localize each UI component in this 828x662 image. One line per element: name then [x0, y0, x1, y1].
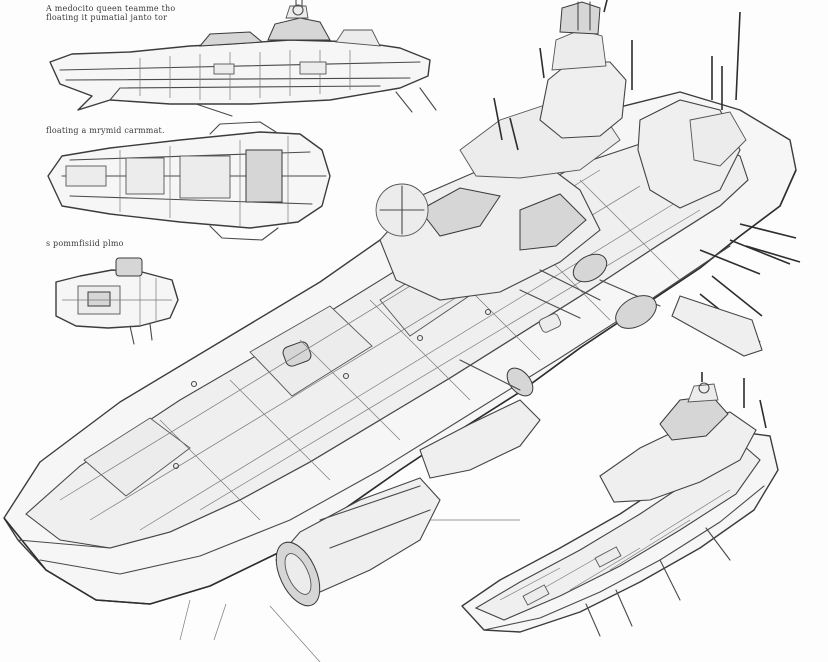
caption-top-line-1: A medocito queen teamme tho: [46, 4, 176, 13]
caption-top-line-2: floating it pumatial janto tor: [46, 13, 168, 22]
main-battleship-sketch: [3, 0, 801, 662]
caption-bottom: s pommfisiid plmo: [46, 239, 124, 248]
escort-ship-sketch: [461, 372, 779, 637]
caption-top: A medocito queen teamme tho floating it …: [46, 4, 175, 22]
plan-view-ship-sketch: [47, 121, 331, 241]
side-view-ship-sketch: [49, 0, 437, 117]
module-detail-sketch: [55, 257, 179, 345]
caption-middle: floating a mrymid carmmat.: [46, 126, 165, 135]
